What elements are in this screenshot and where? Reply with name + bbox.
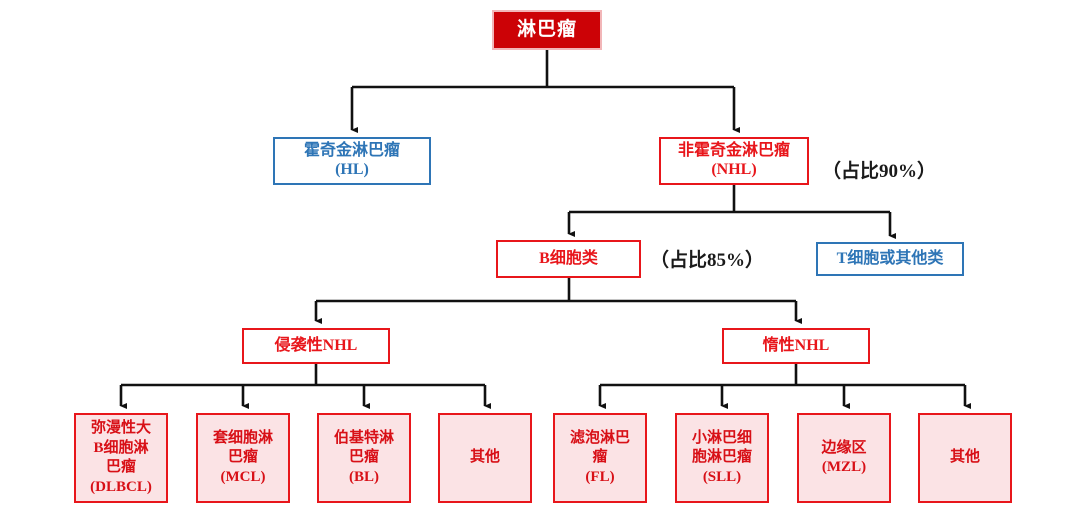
node-aggr: 侵袭性NHL <box>242 328 390 364</box>
annotation-pct-nhl: （占比90%） <box>822 161 937 182</box>
node-tcell: T细胞或其他类 <box>816 242 964 276</box>
node-fl: 滤泡淋巴 瘤 (FL) <box>553 413 647 503</box>
node-hl: 霍奇金淋巴瘤 (HL) <box>273 137 431 185</box>
node-nhl: 非霍奇金淋巴瘤 (NHL) <box>659 137 809 185</box>
node-bl: 伯基特淋 巴瘤 (BL) <box>317 413 411 503</box>
node-mzl: 边缘区 (MZL) <box>797 413 891 503</box>
node-root: 淋巴瘤 <box>492 10 602 50</box>
node-dlbcl: 弥漫性大 B细胞淋 巴瘤 (DLBCL) <box>74 413 168 503</box>
node-bcell: B细胞类 <box>496 240 641 278</box>
annotation-pct-bcell: （占比85%） <box>650 250 765 271</box>
node-other2: 其他 <box>918 413 1012 503</box>
node-mcl: 套细胞淋 巴瘤 (MCL) <box>196 413 290 503</box>
node-indo: 惰性NHL <box>722 328 870 364</box>
node-other1: 其他 <box>438 413 532 503</box>
node-sll: 小淋巴细 胞淋巴瘤 (SLL) <box>675 413 769 503</box>
